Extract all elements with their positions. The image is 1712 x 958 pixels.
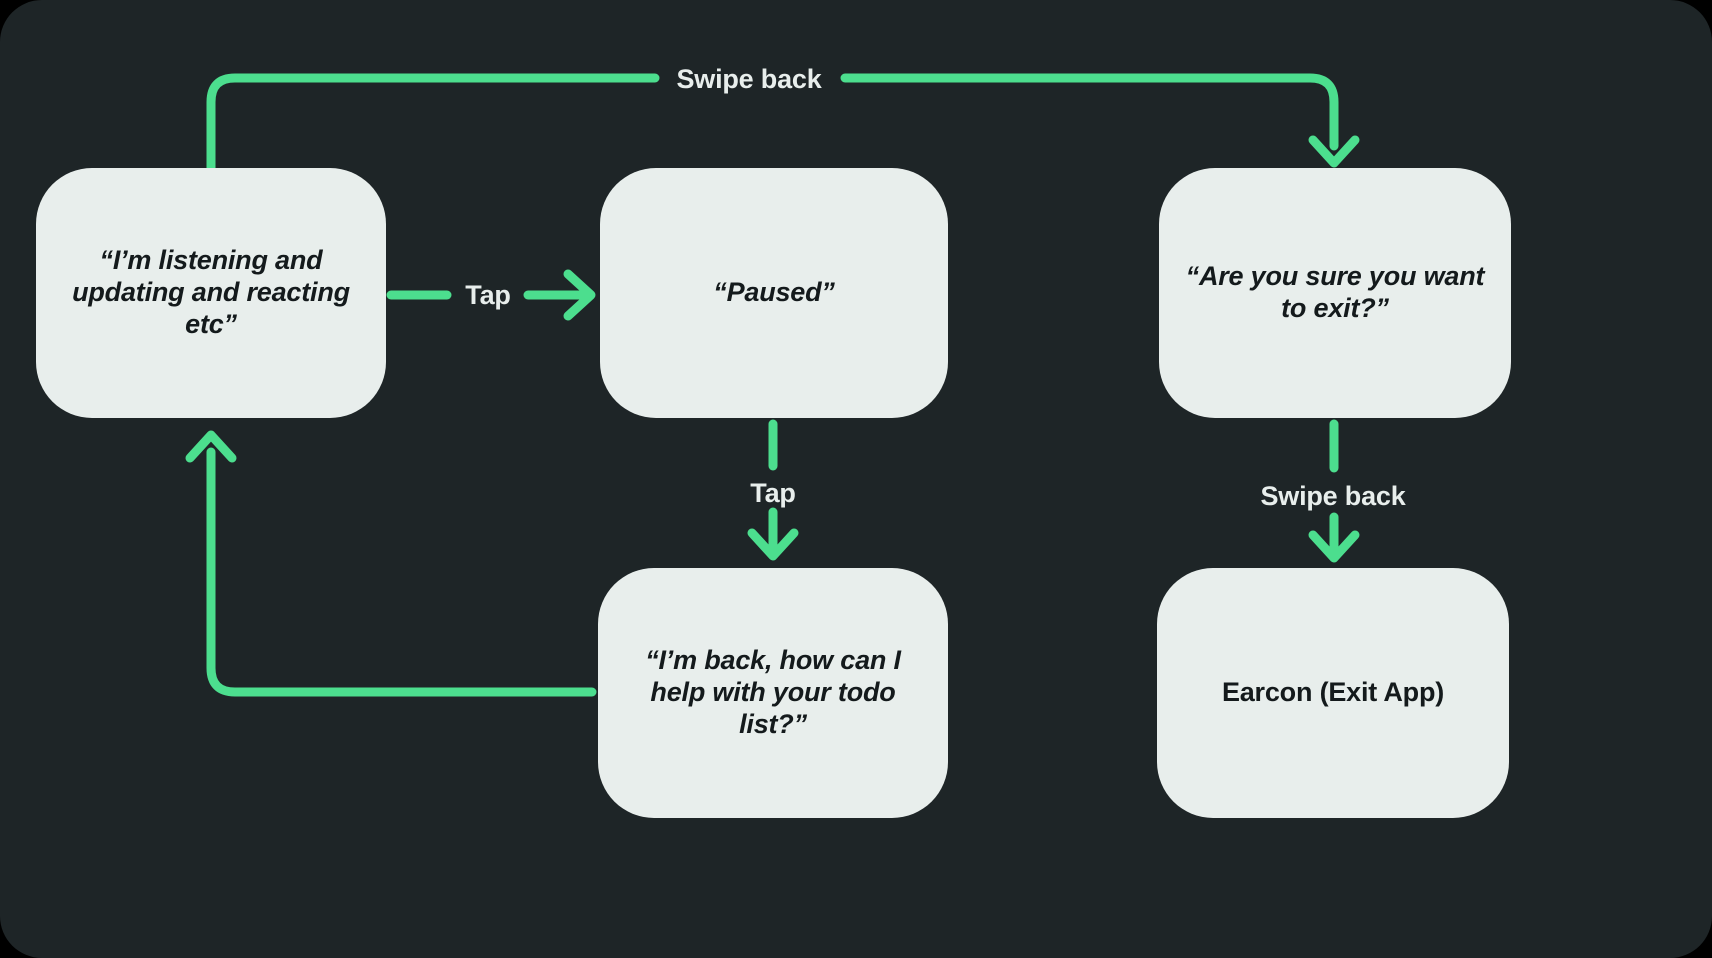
arrowhead-down-confirm [1308,135,1360,168]
node-back[interactable]: “I’m back, how can I help with your todo… [598,568,948,818]
node-paused-label: “Paused” [713,277,835,308]
edge-label-swipe-back-top: Swipe back [676,64,822,94]
arrowhead-down-back [747,528,799,561]
edge-swipe-back-top-left [206,73,660,173]
node-confirm-exit[interactable]: “Are you sure you want to exit?” [1159,168,1511,418]
arrowhead-right-paused [563,269,596,321]
edge-back-to-listening [206,447,597,697]
node-confirm-exit-label: “Are you sure you want to exit?” [1185,261,1485,323]
edge-swipe-back-top-right [840,73,1339,151]
node-listening-label: “I’m listening and updating and reacting… [72,245,350,339]
edge-label-tap-right: Tap [465,280,511,310]
edge-label-tap-down: Tap [750,478,796,508]
edge-label-swipe-back-right: Swipe back [1260,481,1406,511]
node-earcon-exit-app-label: Earcon (Exit App) [1221,677,1445,708]
node-listening[interactable]: “I’m listening and updating and reacting… [36,168,386,418]
node-back-label: “I’m back, how can I help with your todo… [645,645,901,739]
node-paused[interactable]: “Paused” [600,168,948,418]
arrowhead-up-listening [185,430,237,463]
node-earcon-exit-app[interactable]: Earcon (Exit App) [1157,568,1509,818]
arrowhead-down-earcon [1308,530,1360,563]
